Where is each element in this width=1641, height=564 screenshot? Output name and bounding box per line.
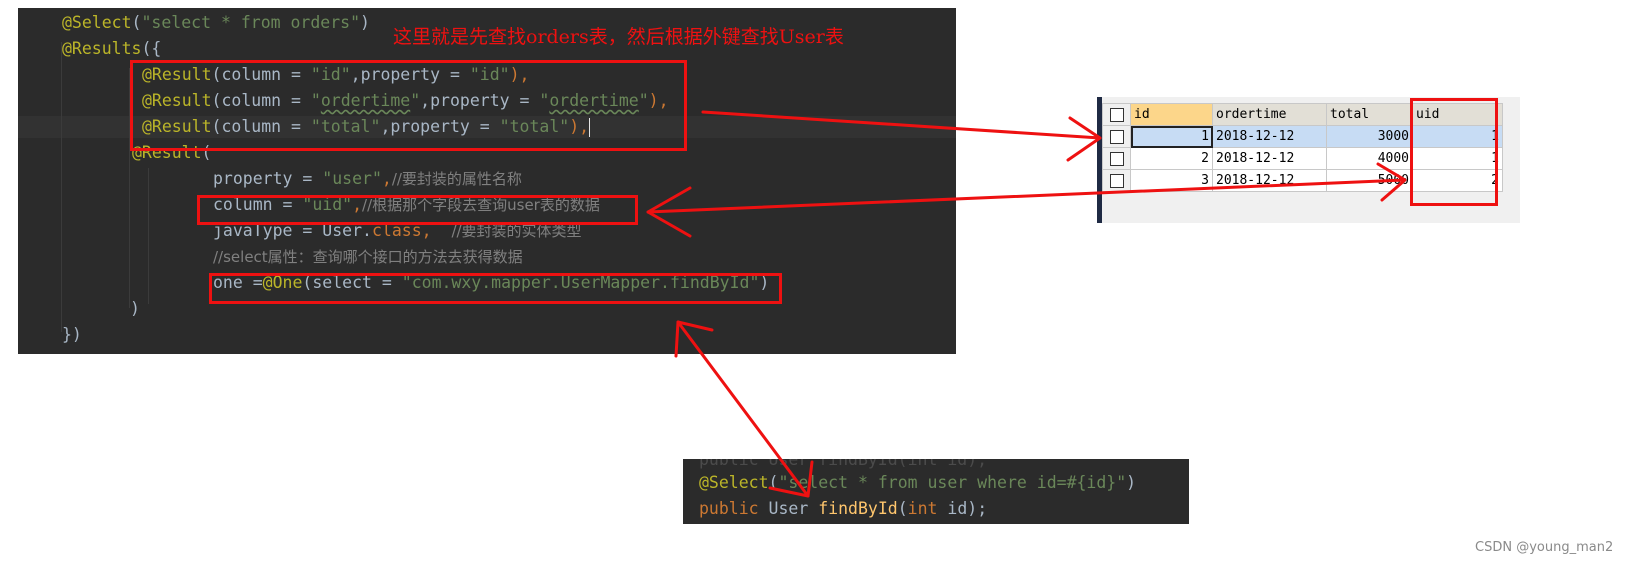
table-row[interactable]: 3 2018-12-12 5000 2 <box>1102 169 1503 192</box>
cell-total[interactable]: 4000 <box>1326 147 1413 170</box>
code-line-close-brace: }) <box>62 325 82 344</box>
code-line-select-comment: //select属性：查询哪个接口的方法去获得数据 <box>213 248 523 266</box>
cell-uid[interactable]: 1 <box>1412 147 1503 170</box>
code-editor-usermapper: public User findById(int id); @Select("s… <box>683 459 1189 524</box>
column-header-total[interactable]: total <box>1326 103 1413 126</box>
table-header-row: id ordertime total uid <box>1102 103 1503 126</box>
code-line-findbyid: public User findById(int id); <box>699 499 988 518</box>
code-line-results: @Results({ <box>62 39 162 58</box>
cell-id[interactable]: 2 <box>1130 147 1213 170</box>
code-line-partial: public User findById(int id); <box>699 459 988 469</box>
orders-table-panel: id ordertime total uid 1 2018-12-12 3000… <box>1097 97 1520 223</box>
code-editor-main: @Select("select * from orders") @Results… <box>18 8 956 354</box>
header-checkbox[interactable] <box>1102 103 1131 126</box>
code-line-javatype: javaType = User.class, //要封装的实体类型 <box>213 221 582 240</box>
highlight-box-one-select <box>209 273 782 304</box>
column-header-id[interactable]: id <box>1130 103 1213 126</box>
checkbox-icon <box>1109 107 1124 122</box>
current-line-highlight <box>18 116 956 138</box>
column-header-ordertime[interactable]: ordertime <box>1212 103 1327 126</box>
checkbox-icon <box>1109 151 1124 166</box>
code-line-property-user: property = "user",//要封装的属性名称 <box>213 169 522 188</box>
checkbox-icon <box>1109 129 1124 144</box>
cell-ordertime[interactable]: 2018-12-12 <box>1212 147 1327 170</box>
code-line-result-total: @Result(column = "total",property = "tot… <box>142 117 591 137</box>
table-panel-edge <box>1097 97 1102 223</box>
highlight-box-column-uid <box>197 195 638 225</box>
highlight-box-results <box>130 60 687 151</box>
arrow-uid-to-column <box>646 162 1407 238</box>
annotation-note: 这里就是先查找orders表，然后根据外键查找User表 <box>393 26 844 48</box>
code-line-column-uid: column = "uid",//根据那个字段去查询user表的数据 <box>213 195 600 214</box>
indent-guide <box>129 68 130 308</box>
cell-ordertime[interactable]: 2018-12-12 <box>1212 125 1327 148</box>
watermark: CSDN @young_man2 <box>1475 540 1614 555</box>
code-line-result-ordertime: @Result(column = "ordertime",property = … <box>142 91 669 110</box>
code-line-result-user: @Result( <box>132 143 212 162</box>
row-checkbox[interactable] <box>1102 147 1131 170</box>
column-header-uid[interactable]: uid <box>1412 103 1503 126</box>
orders-table: id ordertime total uid 1 2018-12-12 3000… <box>1102 103 1503 192</box>
table-row[interactable]: 1 2018-12-12 3000 1 <box>1102 125 1503 148</box>
indent-guide <box>148 168 149 304</box>
code-line-result-id: @Result(column = "id",property = "id"), <box>142 65 530 84</box>
code-line-close-paren: ) <box>130 299 140 318</box>
code-line-one: one =@One(select = "com.wxy.mapper.UserM… <box>213 273 770 292</box>
text-caret <box>589 118 591 137</box>
arrow-one-to-select <box>674 320 814 498</box>
arrow-to-table <box>701 110 1102 162</box>
highlight-box-uid-column <box>1410 98 1498 206</box>
checkbox-icon <box>1109 173 1124 188</box>
code-line-select: @Select("select * from orders") <box>62 13 370 32</box>
indent-guide <box>61 42 62 332</box>
table-row[interactable]: 2 2018-12-12 4000 1 <box>1102 147 1503 170</box>
